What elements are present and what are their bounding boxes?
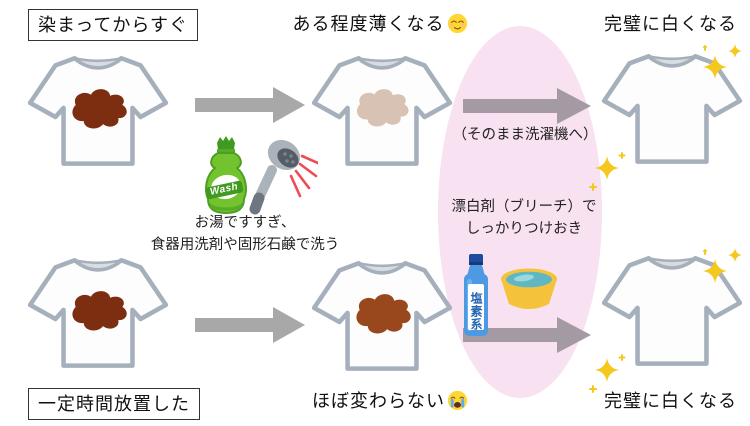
- fresh-stain-blob: [72, 89, 127, 129]
- arrow-to-washer-top: [463, 88, 591, 124]
- shirt-clean-top: [601, 53, 743, 164]
- bleach-chlorine-label: 塩素系: [469, 291, 483, 331]
- arrow-wash-step-top: [195, 87, 305, 123]
- label-left-for-a-while: 一定時間放置した: [28, 388, 200, 420]
- shirt-stain-unchanged: [311, 260, 453, 371]
- sparkle-icon: [589, 354, 626, 393]
- old-stain-blob: [72, 291, 127, 331]
- bleach-bottle-icon: [464, 254, 488, 336]
- note-bleach-line1: 漂白剤（ブリーチ）で: [451, 199, 597, 215]
- shirt-fresh-stain: [27, 55, 169, 166]
- note-bleach-line2: しっかりつけおき: [465, 221, 583, 237]
- note-bleach-soak: 漂白剤（ブリーチ）で しっかりつけおき: [434, 196, 614, 240]
- result-perfectly-white-bottom: 完璧に白くなる: [604, 391, 737, 411]
- note-wash-line2: 食器用洗剤や固形石鹸で洗う: [150, 237, 340, 253]
- result-somewhat-lighter-text: ある程度薄くなる: [292, 14, 445, 34]
- unchanged-stain-blob: [356, 294, 411, 334]
- shirt-old-stain: [27, 257, 169, 368]
- loudly-crying-face-emoji: [447, 390, 468, 411]
- arrow-bleach-step: [463, 317, 591, 353]
- shirt-faded-stain: [311, 55, 453, 166]
- shower-head-icon: [249, 139, 318, 215]
- note-straight-to-washer: （そのまま洗濯機へ）: [452, 127, 598, 143]
- sparkle-icon: [703, 44, 742, 79]
- label-stained-immediately: 染まってからすぐ: [28, 9, 199, 41]
- result-almost-unchanged-text: ほぼ変わらない: [312, 391, 445, 411]
- relieved-face-emoji: [447, 13, 468, 34]
- result-almost-unchanged: ほぼ変わらない: [295, 387, 485, 413]
- sparkle-icon: [589, 152, 626, 191]
- sparkle-icon: [703, 248, 742, 283]
- faded-stain-blob: [356, 89, 409, 127]
- shirt-clean-bottom: [601, 255, 743, 366]
- result-somewhat-lighter: ある程度薄くなる: [290, 10, 470, 36]
- note-wash-line1: お湯ですすぎ、: [194, 215, 296, 231]
- note-wash-instructions: お湯ですすぎ、 食器用洗剤や固形石鹸で洗う: [120, 212, 370, 256]
- result-perfectly-white-top: 完璧に白くなる: [604, 14, 737, 34]
- wash-basin-icon: [501, 268, 557, 309]
- arrow-wash-step-bottom: [195, 307, 305, 343]
